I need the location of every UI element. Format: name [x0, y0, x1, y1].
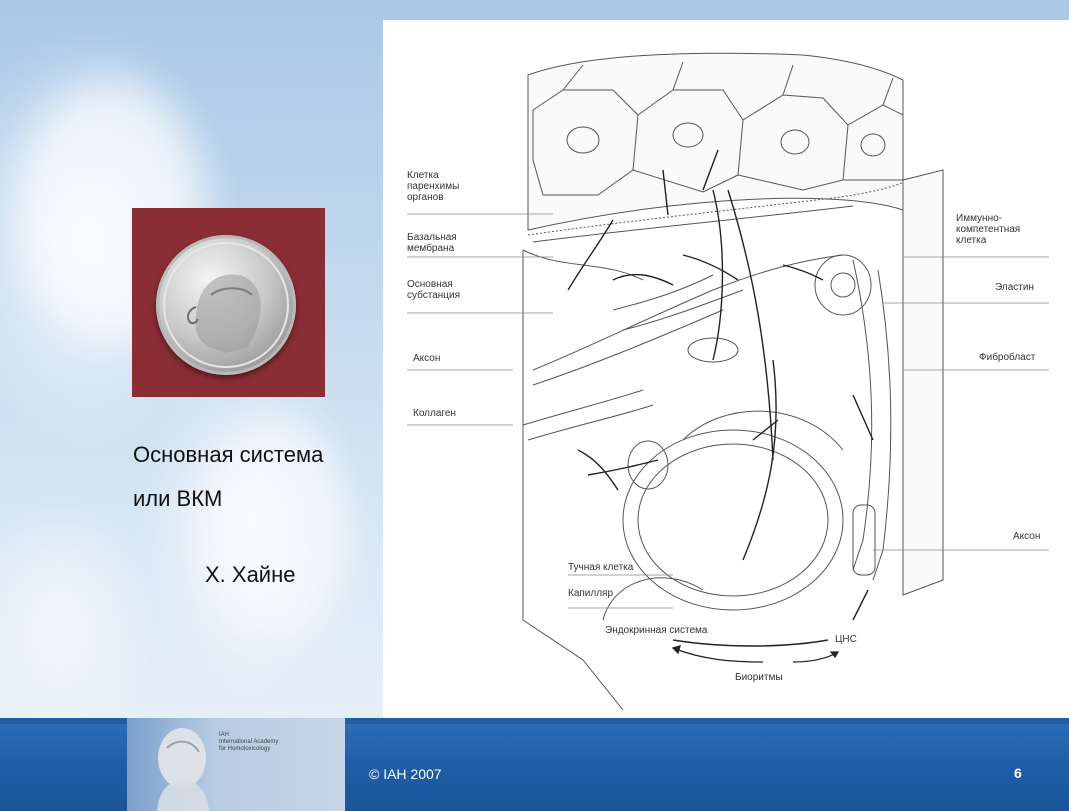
caption-author: Х. Хайне	[205, 560, 295, 590]
svg-text:клетка: клетка	[956, 235, 987, 246]
portrait-medal	[132, 208, 325, 397]
label-basement-membrane-line2: мембрана	[407, 242, 455, 254]
caption-title-line1: Основная система	[133, 440, 323, 470]
svg-text:субстанция: субстанция	[407, 289, 460, 301]
svg-text:Базальная: Базальная	[407, 232, 457, 243]
bust-icon	[137, 718, 227, 811]
diagram-illustration: Клетка паренхимы органов Базальная мембр…	[383, 20, 1069, 718]
caption-title-line2: или ВКМ	[133, 484, 222, 514]
label-endocrine-system: Эндокринная система	[605, 625, 708, 636]
label-axon-right: Аксон	[1013, 531, 1040, 542]
logo-line-name2: for Homotoxicology	[219, 746, 339, 753]
label-ground-substance-line2: субстанция	[407, 289, 460, 301]
label-fibroblast: Фибробласт	[979, 351, 1036, 363]
svg-text:Тучная клетка: Тучная клетка	[568, 562, 634, 573]
svg-text:паренхимы: паренхимы	[407, 181, 459, 192]
footer-copyright: © IAH 2007	[369, 766, 442, 782]
label-cns: ЦНС	[835, 634, 857, 645]
logo-line-name1: International Academy	[219, 739, 339, 746]
svg-text:Фибробласт: Фибробласт	[979, 351, 1036, 363]
label-parenchyma-cell-line2: паренхимы	[407, 181, 459, 192]
svg-text:органов: органов	[407, 192, 444, 203]
svg-text:Клетка: Клетка	[407, 170, 439, 181]
svg-text:Биоритмы: Биоритмы	[735, 672, 783, 683]
label-mast-cell: Тучная клетка	[568, 562, 634, 573]
label-immune-cell-line1: Иммунно-	[956, 213, 1002, 224]
svg-text:Основная: Основная	[407, 279, 453, 290]
label-capillary: Капилляр	[568, 588, 613, 599]
svg-text:мембрана: мембрана	[407, 242, 455, 254]
label-immune-cell-line3: клетка	[956, 235, 987, 246]
extracellular-matrix-diagram: Клетка паренхимы органов Базальная мембр…	[383, 20, 1069, 718]
svg-text:Капилляр: Капилляр	[568, 588, 613, 599]
label-biorhythms: Биоритмы	[735, 672, 783, 683]
logo-text: IAH International Academy for Homotoxico…	[219, 732, 339, 753]
svg-text:Аксон: Аксон	[413, 353, 440, 364]
label-elastin: Эластин	[995, 282, 1034, 293]
svg-text:компетентная: компетентная	[956, 224, 1020, 235]
svg-text:ЦНС: ЦНС	[835, 634, 857, 645]
logo-line-abbrev: IAH	[219, 732, 339, 739]
svg-text:Аксон: Аксон	[1013, 531, 1040, 542]
label-collagen: Коллаген	[413, 408, 456, 419]
iah-logo: IAH International Academy for Homotoxico…	[127, 718, 345, 811]
page-number: 6	[1014, 765, 1022, 781]
medal-coin	[156, 235, 296, 375]
svg-text:Эндокринная система: Эндокринная система	[605, 625, 708, 636]
svg-text:Эластин: Эластин	[995, 282, 1034, 293]
label-immune-cell-line2: компетентная	[956, 224, 1020, 235]
slide-footer: IAH International Academy for Homotoxico…	[0, 718, 1069, 811]
svg-text:Иммунно-: Иммунно-	[956, 213, 1002, 224]
label-parenchyma-cell-line1: Клетка	[407, 170, 439, 181]
label-axon-left: Аксон	[413, 353, 440, 364]
label-ground-substance-line1: Основная	[407, 279, 453, 290]
svg-text:Коллаген: Коллаген	[413, 408, 456, 419]
label-parenchyma-cell-line3: органов	[407, 192, 444, 203]
label-basement-membrane-line1: Базальная	[407, 232, 457, 243]
